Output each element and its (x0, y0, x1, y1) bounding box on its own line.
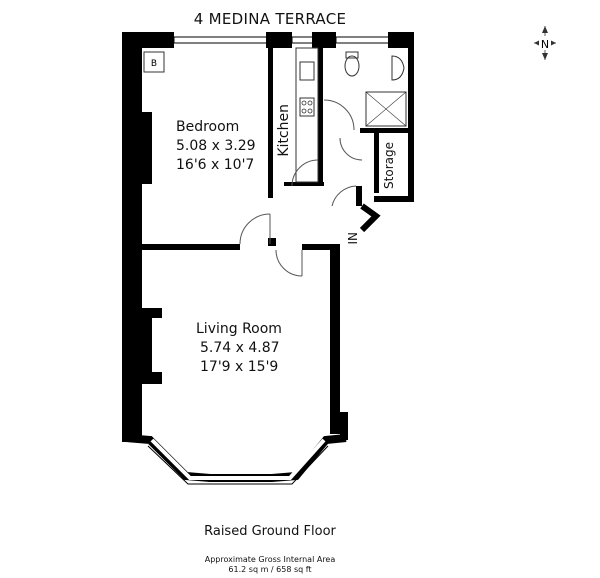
door-bedroom (239, 213, 271, 245)
area-value: 61.2 sq m / 658 sq ft (228, 565, 312, 574)
wall-hall-post (268, 238, 276, 246)
wall-storage-bottom (374, 196, 414, 202)
fireplace-recess (152, 318, 162, 372)
wall-living-right (330, 244, 340, 434)
kitchen-label: Kitchen (276, 104, 292, 157)
living-room-label: Living Room 5.74 x 4.87 17'9 x 15'9 (196, 320, 282, 377)
wall-bed-living (142, 244, 240, 250)
door-storage (339, 137, 363, 161)
door-living (275, 249, 303, 277)
compass: N (530, 24, 560, 64)
floor-label: Raised Ground Floor (204, 524, 336, 539)
compass-label: N (541, 38, 549, 51)
chimney-bedroom (142, 112, 152, 184)
area-caption: Approximate Gross Internal Area (204, 555, 336, 564)
wall-kitchen-bottom (284, 182, 324, 186)
basin (391, 55, 405, 81)
wall-bed-kitchen (268, 32, 273, 198)
wall-living-right-jog (340, 412, 348, 440)
door-entrance (331, 185, 357, 207)
bedroom-imperial: 16'6 x 10'7 (176, 157, 255, 173)
compass-icon: N (534, 26, 556, 60)
wall-living-top-right (302, 244, 340, 250)
wall-hall-right (356, 186, 362, 206)
kitchen-sink (299, 61, 315, 81)
bedroom-label: Bedroom 5.08 x 3.29 16'6 x 10'7 (176, 118, 256, 175)
wall-right-bath (408, 32, 414, 202)
bedroom-metric: 5.08 x 3.29 (176, 138, 256, 154)
boiler-label: B (151, 59, 157, 69)
storage-label: Storage (382, 142, 396, 189)
wall-top-4 (388, 32, 414, 48)
bay-window-outer (147, 445, 329, 485)
living-room-metric: 5.74 x 4.87 (200, 340, 280, 356)
boiler (143, 51, 165, 73)
kitchen-hob (299, 97, 315, 117)
bay-wall (125, 434, 347, 482)
living-room-name: Living Room (196, 321, 282, 337)
door-kitchen (291, 159, 319, 187)
living-room-imperial: 17'9 x 15'9 (200, 359, 279, 375)
entrance-label: IN (346, 232, 360, 245)
shower (365, 91, 407, 127)
kitchen-worktop (295, 47, 319, 183)
wall-storage-left (374, 133, 379, 193)
window-bathroom (335, 36, 391, 44)
door-bathroom (323, 99, 355, 131)
wall-top-3 (312, 32, 336, 48)
wall-top-1 (122, 32, 174, 48)
wall-bath-storage (360, 128, 414, 133)
wall-entrance (359, 203, 381, 233)
plan-title: 4 MEDINA TERRACE (193, 10, 347, 28)
bedroom-name: Bedroom (176, 119, 240, 135)
window-bedroom (173, 36, 271, 44)
wall-kitchen-bath (318, 48, 323, 186)
bay-window-glass (150, 438, 326, 480)
toilet (344, 55, 360, 77)
wall-left-outer (122, 32, 142, 442)
